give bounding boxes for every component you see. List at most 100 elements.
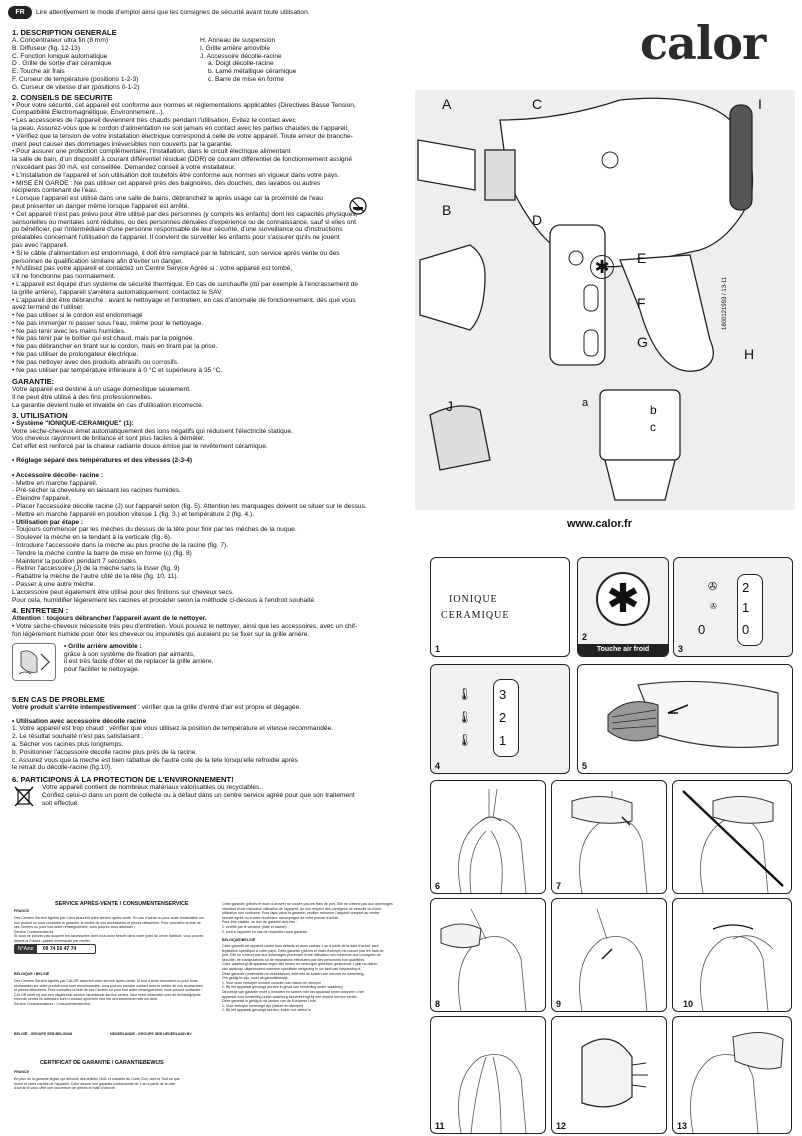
safety-title: 2. CONSEILS DE SECURITE [12, 92, 113, 102]
environment-block: Votre appareil contient de nombreux maté… [12, 784, 396, 808]
figure-5: 5 [577, 664, 793, 774]
ion-list: Votre sèche-cheveux émet automatiquement… [12, 428, 396, 451]
figure-9: 9 [551, 898, 667, 1012]
ion-star-icon: ✱ [590, 255, 614, 279]
desc-left-line: A. Concentrateur ultra fin (8 mm) [12, 37, 109, 44]
etape-lines-line: - Tendre la mèche contre la barre de mis… [12, 549, 192, 557]
guarantee-country: FRANCE [14, 1070, 29, 1074]
desc-left-line: G. Curseur de vitesse d'air (positions 0… [12, 83, 140, 91]
acc-lines-line: - Mettre en marche l'appareil en positio… [12, 510, 255, 518]
safety-lines-line: sensorielles ou mentales sont réduites, … [12, 218, 356, 226]
figure-3: 2 1 0 ✇ ✇ 0 3 [673, 557, 793, 657]
fig4-thermometer-icon-low: 🌡 [457, 733, 473, 747]
guarantee-fr-text: En plus de la garantie légale qui découl… [14, 1077, 180, 1091]
etape-lines-line: - Retirer l'accessoire (J) de la mèche s… [12, 565, 180, 573]
bg-par-line: Deze garantie (onderdelen en arbeidsloon… [222, 971, 365, 976]
figure-10: 10 [672, 898, 792, 1012]
fig3-off-label: 0 [698, 622, 706, 637]
fig2-caption: Touche air froid [578, 644, 668, 656]
bg-par-line: 2. Bij het apparaat gevoegd worden, indi… [222, 1008, 311, 1013]
safety-lines-line: • Ne pas utiliser de prolongateur électr… [12, 351, 139, 359]
label-c-upper: C [532, 96, 543, 112]
label-b-upper: B [442, 202, 452, 218]
safety-lines-line: • Vérifiez que la tension de votre insta… [12, 132, 353, 140]
safety-lines-line: • Ne pas utiliser si le cordon est endom… [12, 312, 143, 320]
bg-par-line: sécurité, de manipulations ou de réparat… [222, 957, 366, 962]
acc-lines-line: - Mettre en marche l'appareil. [12, 479, 98, 487]
grille-list: grâce à son système de fixation par aima… [64, 651, 213, 674]
desc-left-line: E. Touche air frais [12, 68, 65, 76]
fig10-number: 10 [682, 999, 693, 1009]
safety-lines-line: • L'appareil doit être débranché : avant… [12, 296, 356, 304]
belgie-title: BELGIQUE/BELGIË [222, 938, 256, 942]
desc-right-line: b. Lamé métallique céramique [208, 68, 297, 76]
fig3-speed-slider [737, 574, 763, 646]
frg-par-line: d'achat et vous offre une couverture de … [14, 1086, 116, 1091]
etape-lines-line: - Soulever la mèche en la tendant à la v… [12, 534, 172, 542]
phone-label: N°Azur [15, 945, 37, 953]
figure-8-top [672, 780, 792, 894]
problem-lines-line: a. Sécher vos racines plus longtemps. [12, 740, 124, 748]
env-lines-line: Confiez celui-ci dans un point de collec… [42, 791, 355, 799]
nl-par-line: service agréé ou à votre revendeur accom… [222, 915, 339, 920]
be-par-line: Service Consommateurs / Consumentenservi… [14, 1001, 93, 1006]
fig5-number: 5 [582, 761, 588, 771]
bg-par-line: van aankoop, uitgezonderd wanneer specif… [222, 966, 362, 971]
bg-par-line: apparaat voor herstelling onder waarborg… [222, 994, 358, 999]
etape-lines-line: L'accessoire peut également être utilisé… [12, 588, 234, 596]
recycle-bin-icon [12, 784, 36, 808]
nl-par-line: 1. certifié par le vendeur (date et cach… [222, 924, 287, 929]
website: www.calor.fr [567, 518, 633, 530]
fig9-number: 9 [556, 999, 562, 1009]
intro-text: Lire attentivement le mode d'emploi ains… [36, 9, 310, 16]
description-list: A. Concentrateur ultra fin (8 mm)B. Diff… [12, 37, 396, 92]
description-left: A. Concentrateur ultra fin (8 mm)B. Diff… [12, 37, 200, 92]
figure-11: 11 [430, 1016, 546, 1134]
label-d-upper: D [532, 212, 543, 228]
safety-lines-line: • Lorsque l'appareil est utilisé dans un… [12, 195, 323, 203]
safety-lines-line: la grille arrière), l'appareil s'arrêter… [12, 288, 222, 296]
fr-par-line: Service Consommateurs [14, 929, 54, 934]
figure-12: 12 [551, 1016, 667, 1134]
label-e-upper: E [637, 250, 647, 266]
problem-list: 1. Votre appareil est trop chaud : vérif… [12, 725, 396, 772]
guarantee-lines-line: Il ne peut être utilisé à des fins profe… [12, 394, 153, 402]
bg-par-line: Om geldig te zijn, moet dit garantiebewi… [222, 976, 290, 981]
be-par-line: erkende centra en adressen kunt u contac… [14, 997, 158, 1002]
desc-left-line: D . Grille de sortie d'air céramique [12, 60, 112, 68]
fig4-thermometer-icon-mid: 🌡 [457, 710, 473, 724]
frg-par-line: En plus de la garantie légale qui découl… [14, 1077, 180, 1081]
service-section: SERVICE APRÈS-VENTE / CONSUMENTENSERVICE… [10, 897, 394, 1133]
safety-lines-line: • N'utilisez pas votre appareil et conta… [12, 265, 293, 273]
bg-par-line: port. Elle ne s'étend pas aux dommages p… [222, 953, 381, 958]
frg-par-line: fourni et vices cachés de l'appareil, Ca… [14, 1081, 176, 1086]
phone-number: 09 74 50 47 74 [42, 946, 77, 952]
ion-lines-line: Vos cheveux rayonnent de brillance et so… [12, 435, 205, 443]
accessory-list: - Mettre en marche l'appareil.- Pré-séch… [12, 480, 396, 519]
bg-par-line: législation spécifique à votre pays. Cet… [222, 948, 384, 953]
fig4-temp-slider [493, 679, 519, 757]
environment-title: 6. PARTICIPONS À LA PROTECTION DE L'ENVI… [12, 775, 234, 785]
fig2-number: 2 [582, 632, 588, 642]
bg-par-line: Dit bewijs van garantie moet u bewaren e… [222, 989, 364, 994]
desc-left-line: B. Diffuseur (fig. 12-13) [12, 44, 81, 52]
nl-par-line: Cette garantie (pièces et main d'oeuvre)… [222, 902, 393, 906]
maint-lines-line: • Votre sèche-cheveux nécessite très peu… [12, 623, 358, 631]
fig1-number: 1 [435, 644, 441, 654]
fig1-line-2: CERAMIQUE [441, 610, 510, 621]
fig4-number: 4 [435, 761, 441, 771]
fig13-number: 13 [677, 1121, 688, 1131]
figure-6: 6 [430, 780, 546, 894]
desc-right-line: a. Doigt décolle-racine [208, 60, 274, 68]
acc-lines-line: - Placer l'accessoire décolle racine (J)… [12, 503, 367, 511]
nl-par-line: Pour être valable, ce bon de garantie do… [222, 920, 297, 925]
fr-par-line: ces Centres ou pour tout autre renseigne… [14, 925, 136, 930]
desc-left-line: C. Fonction Ionique automatique [12, 52, 108, 60]
description-title: 1. DESCRIPTION GENERALE [12, 28, 117, 37]
safety-lines-line: • Pour assurer une protection complément… [12, 148, 291, 156]
fig4-value-2: 2 [499, 710, 507, 725]
label-b-lower: b [650, 403, 657, 417]
safety-lines-line: • Ne pas nettoyer avec des produits abra… [12, 358, 179, 366]
safety-lines-line: • MISE EN GARDE : Ne pas utiliser cet ap… [12, 179, 321, 187]
